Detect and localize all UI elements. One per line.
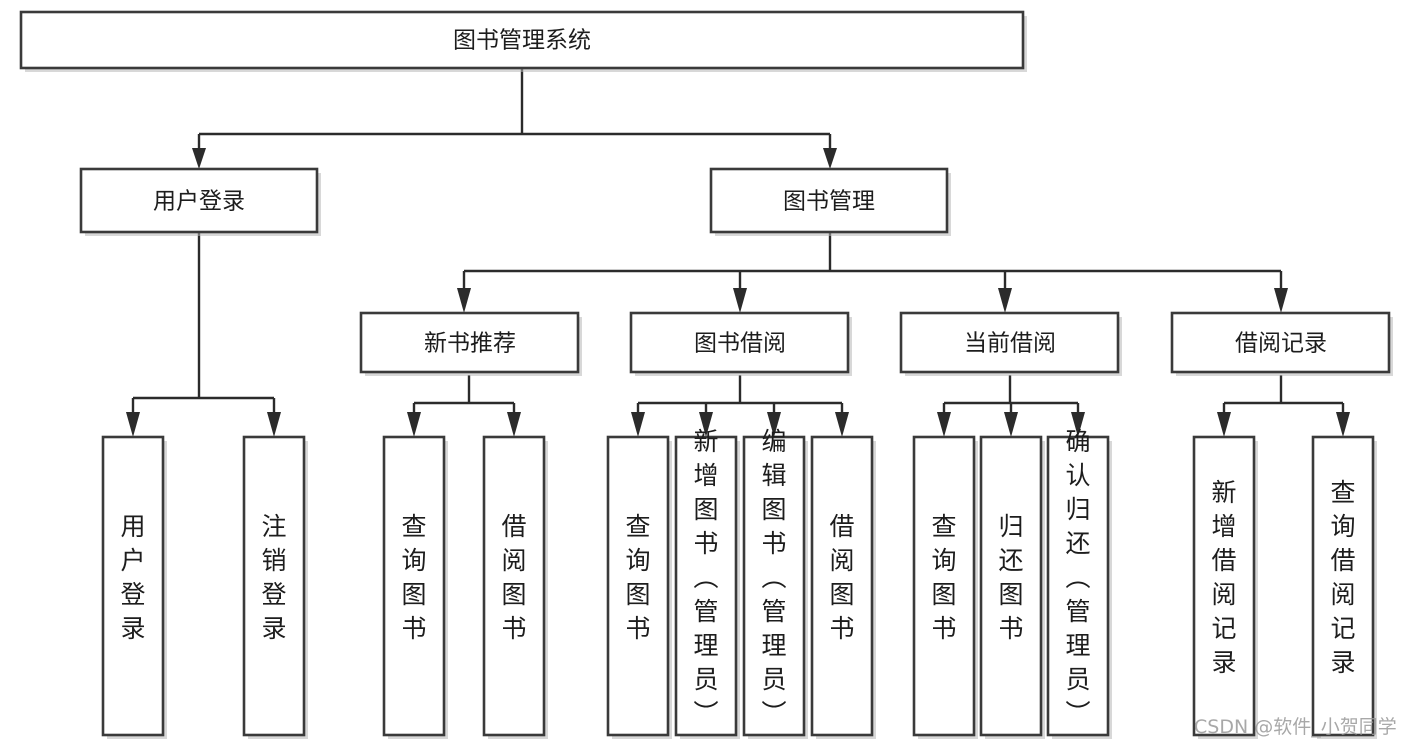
node-leaf-rec-query[interactable]: 查询图书: [382, 435, 448, 739]
leaf-cb-confirm-box: [1046, 435, 1110, 737]
root-box: [19, 10, 1025, 70]
node-leaf-br-add[interactable]: 新增借阅记录: [1192, 435, 1258, 739]
arrow-leaf-bb-edit: [767, 412, 781, 437]
node-current-borrow[interactable]: 当前借阅: [899, 311, 1122, 376]
watermark-label: CSDN @软件_小贺同学: [1194, 716, 1397, 738]
leaf-br-query-box: [1311, 435, 1375, 737]
node-leaf-bb-edit[interactable]: 编辑图书︵管理员︶: [742, 427, 808, 739]
node-leaf-bb-add[interactable]: 新增图书︵管理员︶: [674, 427, 740, 739]
node-leaf-rec-borrow[interactable]: 借阅图书: [482, 435, 548, 739]
leaf-bb-query-box: [606, 435, 670, 737]
node-book-borrow[interactable]: 图书借阅: [629, 311, 852, 376]
leaf-cb-query-label: 查询图书: [931, 512, 956, 643]
leaf-rec-borrow-box: [482, 435, 546, 737]
book-borrow-box: [629, 311, 850, 374]
arrow-leaf-br-add: [1217, 412, 1231, 437]
leaf-bb-borrow-box: [810, 435, 874, 737]
connector-layer: [126, 68, 1350, 437]
current-borrow-box: [899, 311, 1120, 374]
leaf-bb-add-label: 新增图书︵管理员︶: [693, 427, 718, 728]
new-book-rec-label: 新书推荐: [424, 331, 516, 357]
leaf-bb-edit-box: [742, 435, 806, 737]
leaf-rec-borrow-label: 借阅图书: [501, 512, 526, 643]
book-manage-label: 图书管理: [783, 189, 875, 215]
arrow-leaf-cb-query: [937, 412, 951, 437]
leaf-user-login-label: 用户登录: [120, 512, 145, 643]
current-borrow-label: 当前借阅: [964, 331, 1056, 357]
leaf-bb-query-label: 查询图书: [625, 512, 650, 643]
arrow-leaf-cb-return: [1004, 412, 1018, 437]
user-login-label: 用户登录: [153, 189, 245, 215]
arrow-leaf-cb-confirm: [1071, 412, 1085, 437]
node-leaf-user-login[interactable]: 用户登录: [101, 435, 167, 739]
node-leaf-user-logout[interactable]: 注销登录: [242, 435, 308, 739]
arrow-to-current-borrow: [998, 288, 1012, 313]
arrow-leaf-br-query: [1336, 412, 1350, 437]
book-manage-box: [709, 167, 949, 234]
book-borrow-label: 图书借阅: [694, 331, 786, 357]
leaf-rec-query-box: [382, 435, 446, 737]
leaf-user-login-box: [101, 435, 165, 737]
leaf-br-query-label: 查询借阅记录: [1330, 478, 1355, 677]
arrow-to-user-login: [192, 148, 206, 169]
arrow-to-book-borrow: [733, 288, 747, 313]
node-root[interactable]: 图书管理系统: [19, 10, 1027, 72]
node-book-manage[interactable]: 图书管理: [709, 167, 951, 236]
new-book-rec-box: [359, 311, 580, 374]
node-leaf-bb-query[interactable]: 查询图书: [606, 435, 672, 739]
leaf-br-add-label: 新增借阅记录: [1211, 478, 1236, 677]
leaf-user-logout-box: [242, 435, 306, 737]
borrow-record-box: [1170, 311, 1391, 374]
node-leaf-cb-query[interactable]: 查询图书: [912, 435, 978, 739]
root-label: 图书管理系统: [453, 28, 591, 54]
leaf-br-add-box: [1192, 435, 1256, 737]
arrow-to-new-book-rec: [457, 288, 471, 313]
arrow-leaf-bb-query: [631, 412, 645, 437]
arrow-leaf-rec-borrow: [507, 412, 521, 437]
arrow-leaf-user-logout: [267, 412, 281, 437]
user-login-box: [79, 167, 319, 234]
arrow-leaf-user-login: [126, 412, 140, 437]
arrow-to-book-manage: [823, 148, 837, 169]
arrow-leaf-rec-query: [407, 412, 421, 437]
node-new-book-rec[interactable]: 新书推荐: [359, 311, 582, 376]
arrow-to-borrow-record: [1274, 288, 1288, 313]
node-leaf-cb-confirm[interactable]: 确认归还︵管理员︶: [1046, 427, 1112, 739]
node-leaf-cb-return[interactable]: 归还图书: [979, 435, 1045, 739]
leaf-cb-return-label: 归还图书: [998, 512, 1023, 643]
leaf-cb-query-box: [912, 435, 976, 737]
arrow-leaf-bb-borrow: [835, 412, 849, 437]
node-leaf-bb-borrow[interactable]: 借阅图书: [810, 435, 876, 739]
leaf-cb-confirm-label: 确认归还︵管理员︶: [1065, 427, 1090, 728]
leaf-user-logout-label: 注销登录: [261, 512, 286, 643]
borrow-record-label: 借阅记录: [1235, 331, 1327, 357]
arrow-leaf-bb-add: [699, 412, 713, 437]
node-user-login[interactable]: 用户登录: [79, 167, 321, 236]
node-borrow-record[interactable]: 借阅记录: [1170, 311, 1393, 376]
leaf-bb-edit-label: 编辑图书︵管理员︶: [761, 427, 786, 728]
leaf-cb-return-box: [979, 435, 1043, 737]
leaf-bb-borrow-label: 借阅图书: [829, 512, 854, 643]
node-leaf-br-query[interactable]: 查询借阅记录: [1311, 435, 1377, 739]
leaf-rec-query-label: 查询图书: [401, 512, 426, 643]
leaf-bb-add-box: [674, 435, 738, 737]
